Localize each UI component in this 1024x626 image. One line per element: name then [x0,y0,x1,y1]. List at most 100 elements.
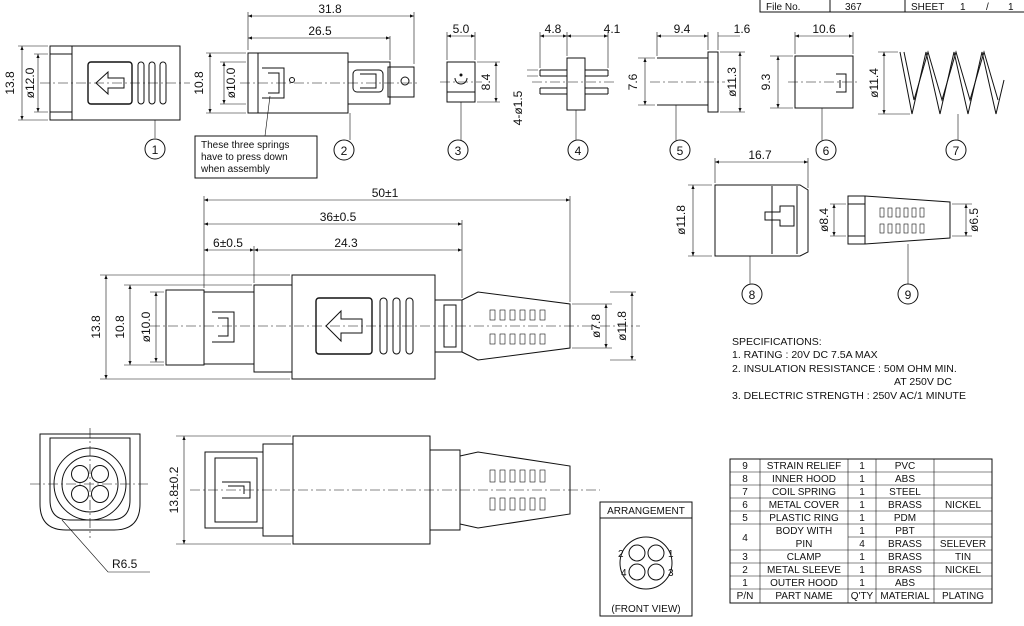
assembly-side-view: 50±1 36±0.5 6±0.5 24.3 13.8 10.8 ø10.0 ø… [89,186,640,380]
p1-balloon: 1 [152,143,159,157]
front-view-radius: R6.5 [112,557,138,571]
bom-row-7-pn: 7 [742,487,748,498]
p8-dim-width: 16.7 [748,148,772,162]
specs-line-2b: AT 250V DC [894,376,952,388]
specs-line-2: 2. INSULATION RESISTANCE : 50M OHM MIN. [732,363,957,375]
bom-header-qty: Q'TY [851,591,874,602]
part-5-plastic-ring-view: 9.4 1.6 7.6 ø11.3 5 [626,22,751,161]
bom-row-2-material: BRASS [888,565,922,576]
bom-row-2-plating: NICKEL [945,565,982,576]
bom-table: 9 STRAIN RELIEF 1 PVC 8 INNER HOOD 1 ABS… [729,458,993,604]
bom-row-2-pn: 2 [742,565,748,576]
p2-dim-diameter: ø10.0 [224,67,238,98]
asm-dim-tail: ø7.8 [589,314,603,338]
asm-dim-inner-diameter: ø10.0 [139,311,153,342]
bom-header-pn: P/N [737,591,754,602]
file-label: File No. [766,2,800,13]
arrangement-pin-4: 4 [621,568,627,579]
part-1-outer-hood-view: 13.8 ø12.0 1 [3,45,190,160]
bom-row-1-material: ABS [895,578,915,589]
bom-row-6-plating: NICKEL [945,500,982,511]
p3-balloon: 3 [455,144,462,158]
arrangement-pin-1: 1 [668,549,674,560]
p9-dim-d1: ø8.4 [817,208,831,232]
p6-dim-height: 9.3 [759,73,773,90]
bom-row-3-name: CLAMP [787,552,822,563]
specs-line-1: 1. RATING : 20V DC 7.5A MAX [732,349,878,361]
bottom-assembly-view: 13.8±0.2 [167,435,600,545]
p2-dim-inner: 26.5 [308,24,332,38]
bom-row-4-qty: 1 [859,526,865,537]
bom-row-7-name: COIL SPRING [772,487,836,498]
p8-dim-diameter: ø11.8 [674,205,688,235]
bom-row-5-name: PLASTIC RING [769,513,839,524]
bom-row-9-material: PVC [895,461,916,472]
p9-dim-d2: ø6.5 [967,208,981,232]
p2-note-line-3: when assembly [200,164,270,175]
bom-header-plating: PLATING [942,591,984,602]
p8-balloon: 8 [749,288,756,302]
bom-row-8-qty: 1 [859,474,865,485]
bom-row-1-name: OUTER HOOD [770,578,838,589]
bom-row-3-plating: TIN [955,552,971,563]
p7-balloon: 7 [953,144,960,158]
arrangement-box: ARRANGEMENT 1 2 3 4 (FRONT VIEW) [599,501,693,617]
specs-title: SPECIFICATIONS: [732,336,822,348]
sheet-total: 1 [1008,2,1014,13]
bom-row-4-name: BODY WITH [776,526,832,537]
p2-note-line-1: These three springs [201,140,289,151]
arrangement-caption: (FRONT VIEW) [611,604,680,615]
asm-dim-height: 13.8 [89,315,103,339]
bottom-view-height: 13.8±0.2 [167,466,181,513]
bom-row-8-name: INNER HOOD [772,474,836,485]
bom-row-4-material: PBT [895,526,914,537]
file-value: 367 [845,2,862,13]
front-end-view: R6.5 [30,428,150,573]
p6-balloon: 6 [823,144,830,158]
p5-dim-width: 9.4 [674,22,691,36]
p2-dim-height: 10.8 [192,71,206,95]
part-4-body-with-pin-view: 4.8 4.1 4-ø1.5 4 [511,22,621,161]
part-9-strain-relief-view: ø8.4 ø6.5 9 [817,195,981,305]
p5-balloon: 5 [677,144,684,158]
p3-dim-width: 5.0 [453,22,470,36]
specifications-block: SPECIFICATIONS: 1. RATING : 20V DC 7.5A … [732,336,966,402]
bom-row-5-pn: 5 [742,513,748,524]
bom-row-8-pn: 8 [742,474,748,485]
p5-dim-height: 7.6 [626,73,640,90]
bom-row-9-name: STRAIN RELIEF [767,461,841,472]
sheet-separator: / [986,2,989,13]
p3-dim-height: 8.4 [479,73,493,90]
p2-dim-total: 31.8 [318,2,342,16]
bom-row-7-material: STEEL [889,487,921,498]
part-6-metal-cover-view: 10.6 9.3 6 [759,22,860,161]
bom-row-6-material: BRASS [888,500,922,511]
bom-row-8-material: ABS [895,474,915,485]
p2-note-line-2: have to press down [201,152,288,163]
part-7-coil-spring-view: ø11.4 7 [867,50,1005,161]
bom-row-5-material: PDM [894,513,916,524]
bom-header-part-name: PART NAME [775,591,833,602]
bom-row-2-name: METAL SLEEVE [767,565,841,576]
p1-dim-height: 13.8 [3,71,17,95]
bom-row-4-plating-2: SELEVER [940,539,986,550]
sheet-label: SHEET [911,2,944,13]
p6-dim-width: 10.6 [812,22,836,36]
bom-row-3-material: BRASS [888,552,922,563]
p1-dim-diameter: ø12.0 [23,67,37,98]
asm-dim-body: 24.3 [334,236,358,250]
bom-row-9-pn: 9 [742,461,748,472]
bom-row-4-material-2: BRASS [888,539,922,550]
p5-dim-diameter: ø11.3 [725,67,739,97]
asm-dim-inner-height: 10.8 [113,315,127,339]
part-2-metal-sleeve-view: 31.8 26.5 10.8 ø10.0 These three springs… [192,2,420,179]
bom-row-4-name-2: PIN [796,539,813,550]
arrangement-pin-2: 2 [618,549,624,560]
asm-dim-tail-2: ø11.8 [615,311,629,341]
p9-balloon: 9 [905,288,912,302]
bom-row-2-qty: 1 [859,565,865,576]
bom-header-material: MATERIAL [880,591,930,602]
arrangement-pin-3: 3 [668,568,674,579]
bom-row-5-qty: 1 [859,513,865,524]
